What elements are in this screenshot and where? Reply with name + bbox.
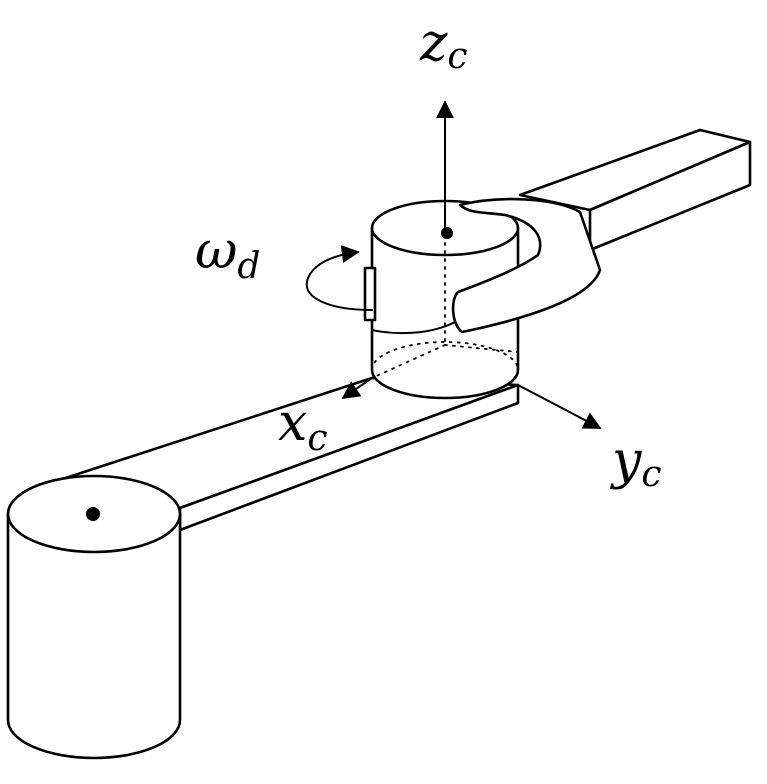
x-axis-arrow [341, 377, 373, 400]
joint-axis-dot [441, 227, 453, 239]
y-axis-label: yc [610, 431, 662, 495]
joint-cylinder [363, 199, 520, 400]
clamp-gripper [451, 197, 602, 334]
y-axis-arrow [517, 384, 602, 429]
rotation-arrow [305, 245, 456, 335]
base-axis-dot [86, 507, 100, 521]
coordinate-axes [341, 100, 602, 429]
base-cylinder [6, 474, 182, 760]
rotation-label: ωd [195, 221, 260, 287]
x-axis-label: xc [278, 393, 328, 459]
z-axis-label: zc [419, 13, 468, 77]
upper-arm-link [518, 128, 752, 252]
